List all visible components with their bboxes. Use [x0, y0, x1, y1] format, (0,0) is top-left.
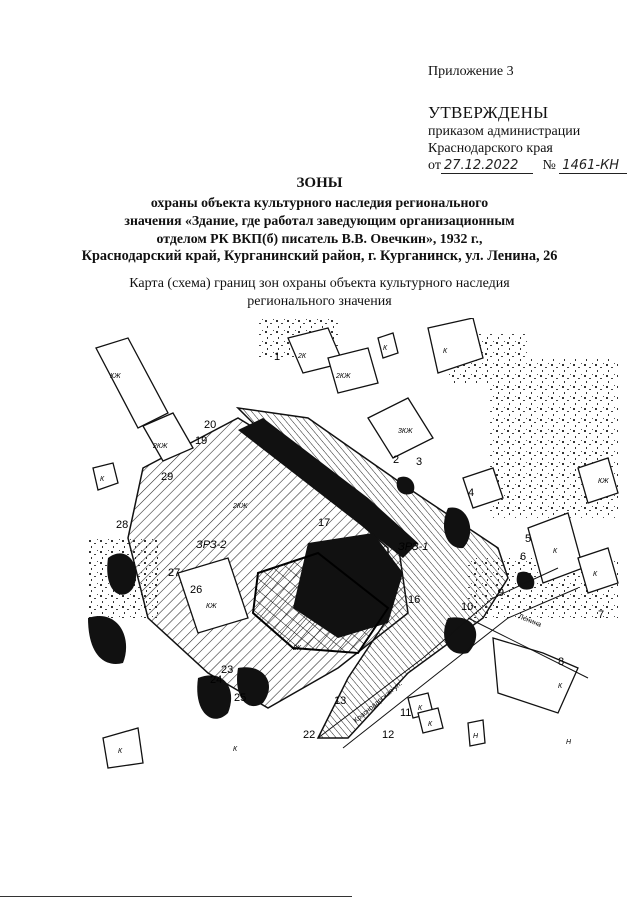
- building: [377, 332, 399, 359]
- building: [92, 462, 119, 491]
- object-territory: [251, 551, 390, 655]
- point-label: 17: [318, 517, 330, 529]
- building: [417, 707, 444, 734]
- point-label: 23: [221, 664, 233, 676]
- title-line-4: Краснодарский край, Курганинский район, …: [81, 248, 558, 264]
- document-title: ЗОНЫ: [296, 175, 343, 191]
- point-label: 19: [195, 435, 207, 447]
- point-label: 9: [498, 587, 504, 599]
- building-label: Н: [566, 739, 572, 746]
- point-label: 7: [598, 609, 604, 621]
- building-label: Н: [473, 733, 479, 740]
- point-label: 3: [416, 456, 422, 468]
- building-label: К: [118, 748, 123, 755]
- handwritten-number: 1461-КН: [559, 158, 628, 174]
- building-label: КЖ: [598, 478, 609, 485]
- building: [102, 727, 144, 769]
- building: [327, 347, 379, 394]
- point-label: 27: [168, 567, 180, 579]
- boundary-points: 1 2 3 4 5 6 7 8 9 10 11 12 13 16 17 19 2…: [116, 351, 604, 741]
- building: [577, 457, 619, 504]
- point-label: 11: [400, 707, 411, 719]
- point-label: 20: [204, 419, 216, 431]
- order-line-1: приказом администрации: [428, 124, 581, 139]
- handwritten-date: 27.12.2022: [440, 158, 533, 174]
- building: [367, 397, 434, 459]
- point-label: 5: [525, 533, 531, 545]
- building-label: К: [558, 683, 563, 690]
- title-line-1: охраны объекта культурного наследия реги…: [150, 195, 489, 210]
- building: [462, 467, 504, 509]
- building: [427, 318, 484, 374]
- building-label: К: [593, 571, 598, 578]
- building-label: 3КЖ: [398, 428, 413, 435]
- dense-strip: [238, 418, 418, 558]
- building-label: КЖ: [110, 373, 121, 380]
- point-label: 10: [461, 601, 473, 613]
- number-prefix: №: [542, 158, 556, 173]
- point-label: 8: [558, 656, 564, 668]
- building: [142, 412, 194, 462]
- zone-label-zrz-2: ЗРЗ-2: [196, 539, 226, 551]
- point-label: 26: [190, 584, 202, 596]
- point-label: 13: [334, 695, 346, 707]
- appendix-label: Приложение 3: [428, 64, 514, 79]
- point-label: 4: [468, 487, 474, 499]
- building-label: 2К: [297, 353, 307, 360]
- building-label: 2К: [292, 645, 302, 652]
- building-labels: КЖ 2КЖ К 2КЖ 3КЖ 2К 2КЖ К К Н КЖ К К К К…: [100, 345, 609, 755]
- approved-label: УТВЕРЖДЕНЫ: [428, 103, 549, 122]
- point-label: 25: [234, 692, 246, 704]
- building: [492, 637, 579, 714]
- point-label: 6: [520, 551, 526, 563]
- building: [467, 719, 486, 747]
- map-caption-line-1: Карта (схема) границ зон охраны объекта …: [129, 276, 510, 291]
- building-label: К: [383, 345, 388, 352]
- building-label: К: [428, 721, 433, 728]
- title-line-3: отделом РК ВКП(б) писатель В.В. Овечкин»…: [156, 231, 483, 246]
- building-label: 2КЖ: [232, 503, 248, 510]
- order-line-2: Краснодарского края: [428, 141, 553, 156]
- date-prefix: от: [428, 158, 441, 173]
- point-label: 29: [161, 471, 173, 483]
- zone-label-zrz-1: ЗРЗ-1: [398, 541, 428, 553]
- point-label: 16: [408, 594, 420, 606]
- building-label: К: [553, 548, 558, 555]
- streets: [317, 567, 589, 749]
- point-label: 12: [382, 729, 394, 741]
- point-label: 1: [274, 351, 280, 363]
- title-line-2: значения «Здание, где работал заведующим…: [124, 213, 515, 228]
- buildings: [92, 318, 619, 769]
- zone-map: Краснодарская ул. Ленина ЗРЗ-2 ЗРЗ-1 КЖ …: [88, 318, 619, 769]
- building-label: К: [418, 705, 423, 712]
- building-label: 2КЖ: [335, 373, 351, 380]
- building-label: К: [233, 746, 238, 753]
- point-label: 28: [116, 519, 128, 531]
- building: [577, 547, 619, 594]
- building-label: КЖ: [206, 603, 217, 610]
- point-label: 24: [210, 674, 222, 686]
- building: [177, 557, 249, 634]
- building-label: 2КЖ: [152, 443, 168, 450]
- point-label: 22: [303, 729, 315, 741]
- map-caption-line-2: регионального значения: [247, 294, 392, 309]
- point-label: 2: [393, 454, 399, 466]
- bottom-rule: [0, 896, 352, 897]
- building: [95, 337, 169, 429]
- building-label: К: [443, 348, 448, 355]
- dark-areas: [88, 476, 535, 719]
- building-label: К: [100, 476, 105, 483]
